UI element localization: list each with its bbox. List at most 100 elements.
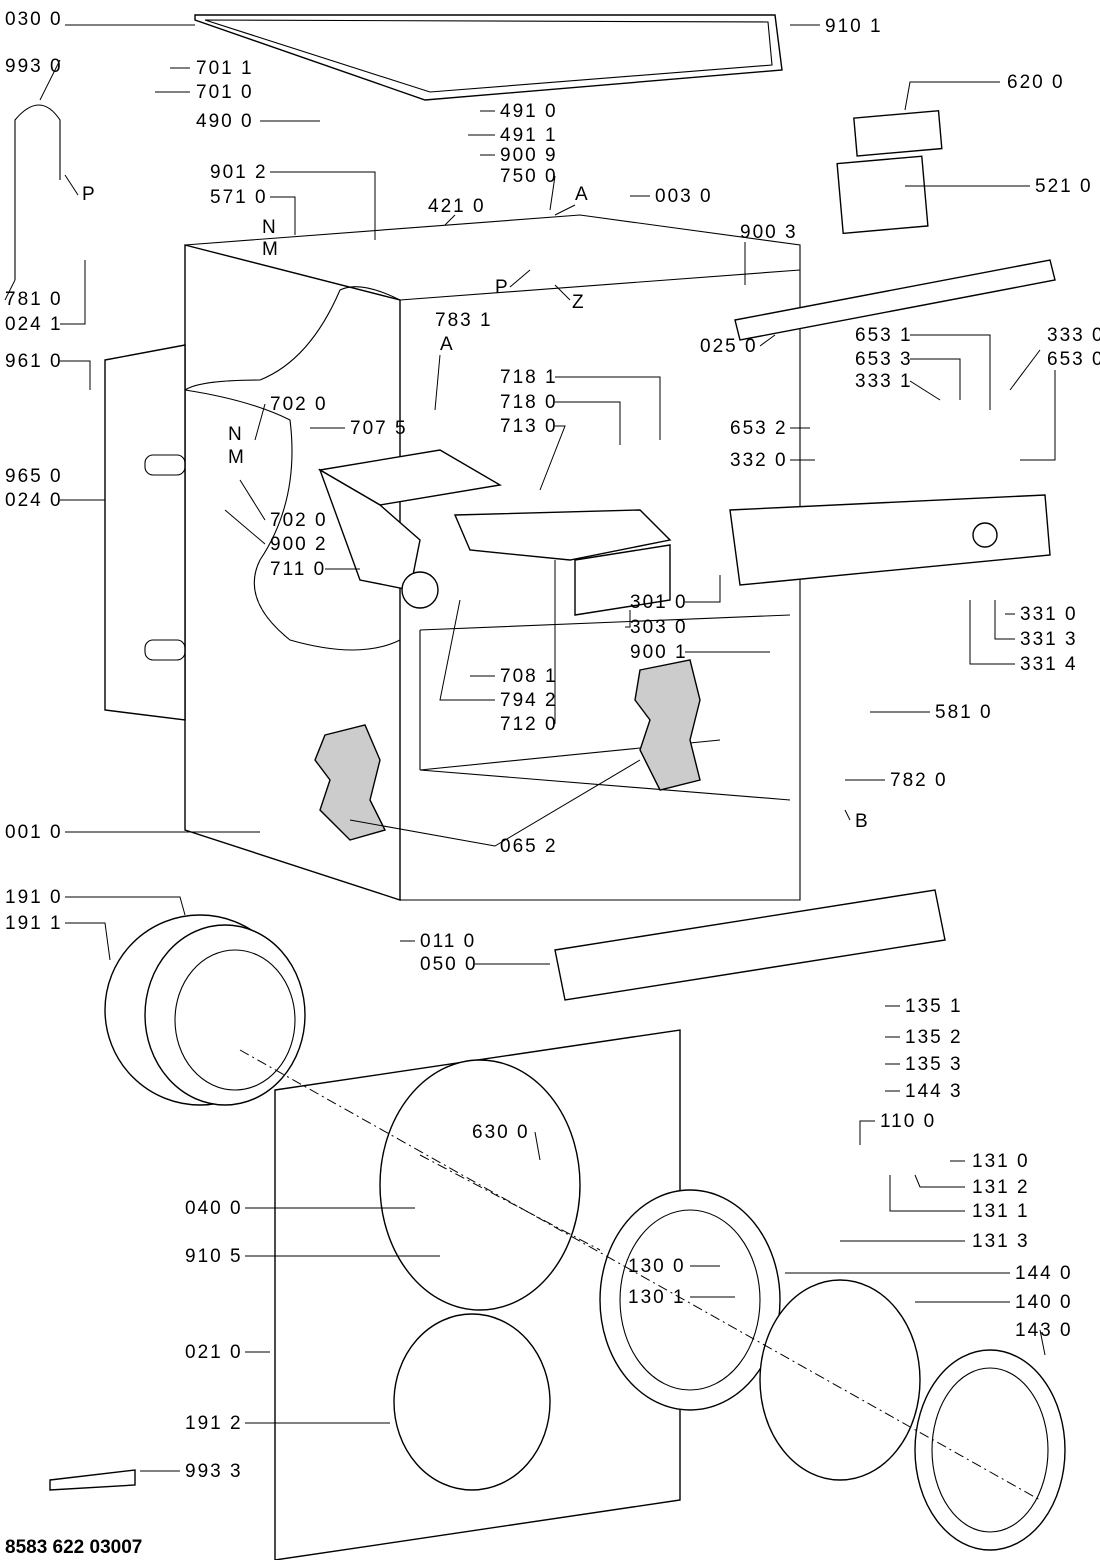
part-label: 900 1 <box>630 642 688 663</box>
service-tool <box>49 1469 136 1491</box>
leader-line <box>239 479 266 521</box>
part-label: 421 0 <box>428 196 486 217</box>
part-label: 910 5 <box>185 1246 243 1267</box>
part-label: 653 0 <box>1047 349 1100 370</box>
detergent-drawer <box>453 509 672 561</box>
leader-line <box>759 334 776 347</box>
leader-line <box>910 358 961 400</box>
part-label: 331 3 <box>1020 629 1078 650</box>
leader-line <box>555 401 621 445</box>
part-label: P <box>82 184 97 205</box>
leader-line <box>534 1131 541 1161</box>
part-label: 900 2 <box>270 534 328 555</box>
leader-line <box>539 425 566 491</box>
part-label: 713 0 <box>500 416 558 437</box>
leader-line <box>555 376 661 440</box>
kickplate <box>554 889 946 1001</box>
part-label: 900 9 <box>500 145 558 166</box>
part-label: 025 0 <box>700 336 758 357</box>
part-label: 135 1 <box>905 996 963 1017</box>
part-label: 491 1 <box>500 125 558 146</box>
leader-line <box>685 575 721 603</box>
leader-line <box>554 284 571 301</box>
door-frame <box>599 1189 781 1411</box>
part-label: 701 0 <box>196 82 254 103</box>
part-label: 711 0 <box>270 559 326 580</box>
part-label: N <box>228 424 244 445</box>
part-label: A <box>575 184 590 205</box>
part-label: 301 0 <box>630 592 688 613</box>
part-label: 965 0 <box>5 466 63 487</box>
part-label: 782 0 <box>890 770 948 791</box>
part-label: N <box>262 217 278 238</box>
leader-line <box>904 81 1000 111</box>
part-label: 961 0 <box>5 351 63 372</box>
part-label: 303 0 <box>630 617 688 638</box>
part-label: 581 0 <box>935 702 993 723</box>
part-label: M <box>228 447 246 468</box>
leader-line <box>444 214 456 226</box>
leader-line <box>434 354 441 411</box>
part-label: 140 0 <box>1015 1292 1073 1313</box>
leader-line <box>64 174 79 196</box>
leader-line <box>60 360 91 390</box>
part-label: 900 3 <box>740 222 798 243</box>
leader-line <box>4 279 16 301</box>
part-label: 065 2 <box>500 836 558 857</box>
part-label: 702 0 <box>270 510 328 531</box>
part-label: 521 0 <box>1035 176 1093 197</box>
leader-line <box>270 171 376 240</box>
part-label: 702 0 <box>270 394 328 415</box>
part-label: 144 0 <box>1015 1263 1073 1284</box>
top-lid <box>194 14 783 101</box>
document-code: 8583 622 03007 <box>5 1537 142 1558</box>
door-glass <box>759 1279 921 1481</box>
part-label: 110 0 <box>880 1111 936 1132</box>
part-label: 707 5 <box>350 418 408 439</box>
leader-line <box>60 260 86 325</box>
part-label: 781 0 <box>5 289 63 310</box>
part-label: 333 1 <box>855 371 913 392</box>
damping-pad <box>634 659 701 791</box>
part-label: 024 1 <box>5 314 63 335</box>
part-drawings <box>14 14 1066 1560</box>
part-label: A <box>440 334 455 355</box>
leader-line <box>914 1174 965 1188</box>
part-label: 040 0 <box>185 1198 243 1219</box>
part-label: 653 1 <box>855 325 913 346</box>
leader-line <box>1020 370 1056 461</box>
part-label: 191 1 <box>5 913 63 934</box>
part-label: 653 2 <box>730 418 788 439</box>
part-label: 712 0 <box>500 714 558 735</box>
leader-line <box>509 269 531 288</box>
part-label: 024 0 <box>5 490 63 511</box>
part-label: 701 1 <box>196 58 254 79</box>
leader-line <box>844 809 851 821</box>
part-label: 718 1 <box>500 367 558 388</box>
part-label: P <box>495 277 510 298</box>
part-label: 050 0 <box>420 954 478 975</box>
leader-line <box>910 334 991 410</box>
leader-line <box>65 922 111 961</box>
leader-line <box>349 759 641 847</box>
leader-line <box>969 600 1015 665</box>
part-label: 331 0 <box>1020 604 1078 625</box>
part-label: 491 0 <box>500 101 558 122</box>
leader-line <box>1039 1329 1046 1356</box>
leader-line <box>254 403 266 441</box>
leader-line <box>1009 349 1041 391</box>
part-label: 331 4 <box>1020 654 1078 675</box>
leader-line <box>889 1175 965 1212</box>
leader-line <box>549 175 556 211</box>
part-label: M <box>262 239 280 260</box>
part-label: 144 3 <box>905 1081 963 1102</box>
part-label: 750 0 <box>500 166 558 187</box>
main-board <box>836 155 929 235</box>
leader-line <box>994 600 1015 640</box>
part-label: 333 0 <box>1047 325 1100 346</box>
leader-line <box>439 599 495 701</box>
rear-panel <box>104 344 186 721</box>
control-panel <box>729 494 1051 586</box>
hose <box>14 104 61 280</box>
